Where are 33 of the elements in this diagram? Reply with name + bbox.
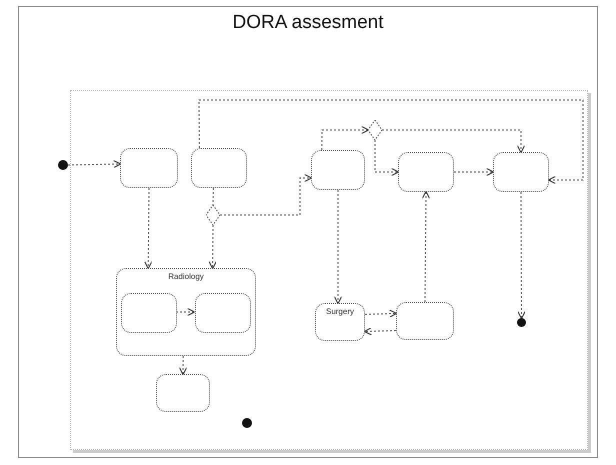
state-box (311, 150, 365, 190)
transition-arrow (364, 310, 398, 318)
transition-arrow (68, 160, 122, 168)
state-label: Surgery (326, 307, 354, 316)
diagram-title: DORA assesment (232, 12, 384, 34)
state-box (121, 293, 177, 333)
choice-diamond (206, 205, 220, 225)
transition-arrow (422, 190, 430, 302)
transition-arrow (334, 190, 342, 304)
transition-arrow (517, 192, 526, 320)
state-box (191, 148, 247, 188)
transition-arrow (208, 224, 217, 270)
transition-arrow (144, 188, 152, 270)
transition-arrow (382, 130, 526, 154)
transition-arrow (220, 174, 312, 216)
transition-arrow (321, 126, 370, 150)
state-box (315, 303, 365, 341)
transition-arrow (198, 100, 584, 184)
state-box (398, 152, 454, 192)
state-label: Radiology (168, 272, 204, 281)
transition-arrow (179, 356, 188, 376)
transition-arrow (364, 327, 396, 336)
transition-arrow (454, 168, 494, 176)
state-box (116, 268, 256, 356)
state-box (396, 302, 454, 340)
state-box (156, 374, 210, 412)
state-dot (58, 160, 68, 170)
state-box (120, 148, 178, 188)
transition-arrow (374, 140, 400, 176)
transition-arrow (176, 308, 196, 316)
choice-diamond (368, 120, 382, 140)
state-box (195, 293, 251, 333)
state-box (493, 152, 549, 192)
